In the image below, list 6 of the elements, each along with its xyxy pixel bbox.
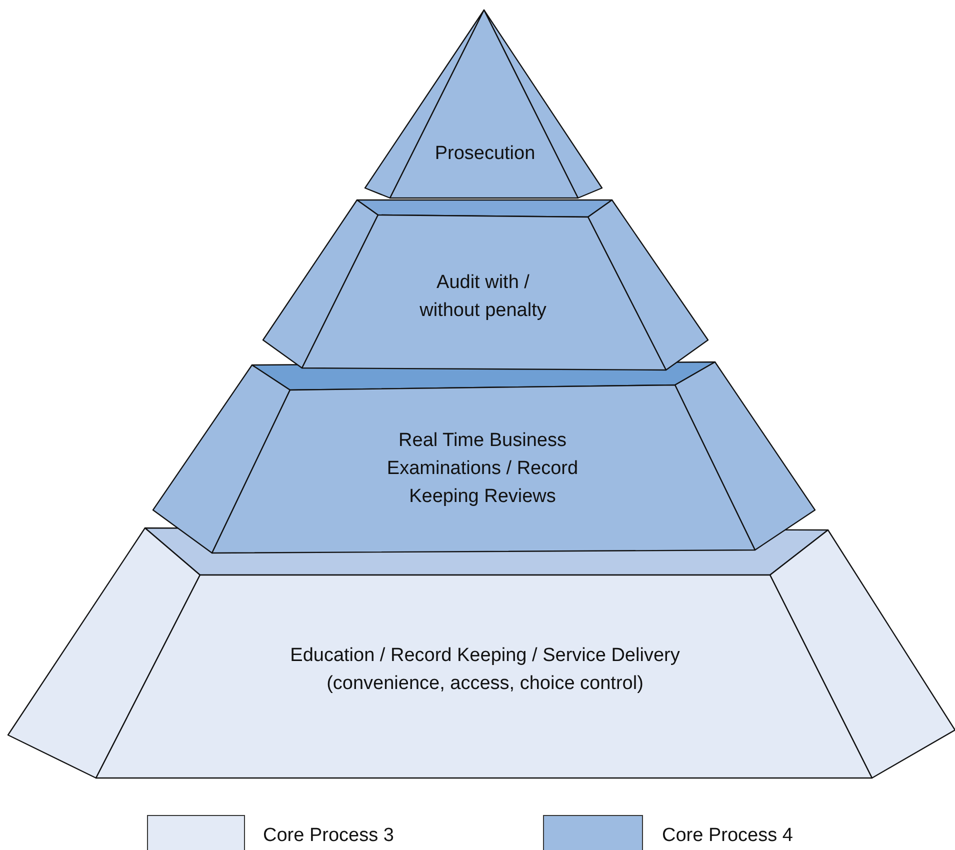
legend-label: Core Process 3: [263, 825, 394, 847]
tier-label: Education / Record Keeping / Service Delivery (convenience, access, choice control): [289, 644, 681, 696]
tier-label: Prosecution: [434, 142, 536, 166]
legend-label: Core Process 4: [662, 825, 793, 847]
tier-label: Audit with / without penalty: [418, 271, 548, 323]
tier-label: Real Time Business Examinations / Record Keeping Reviews: [386, 429, 580, 509]
